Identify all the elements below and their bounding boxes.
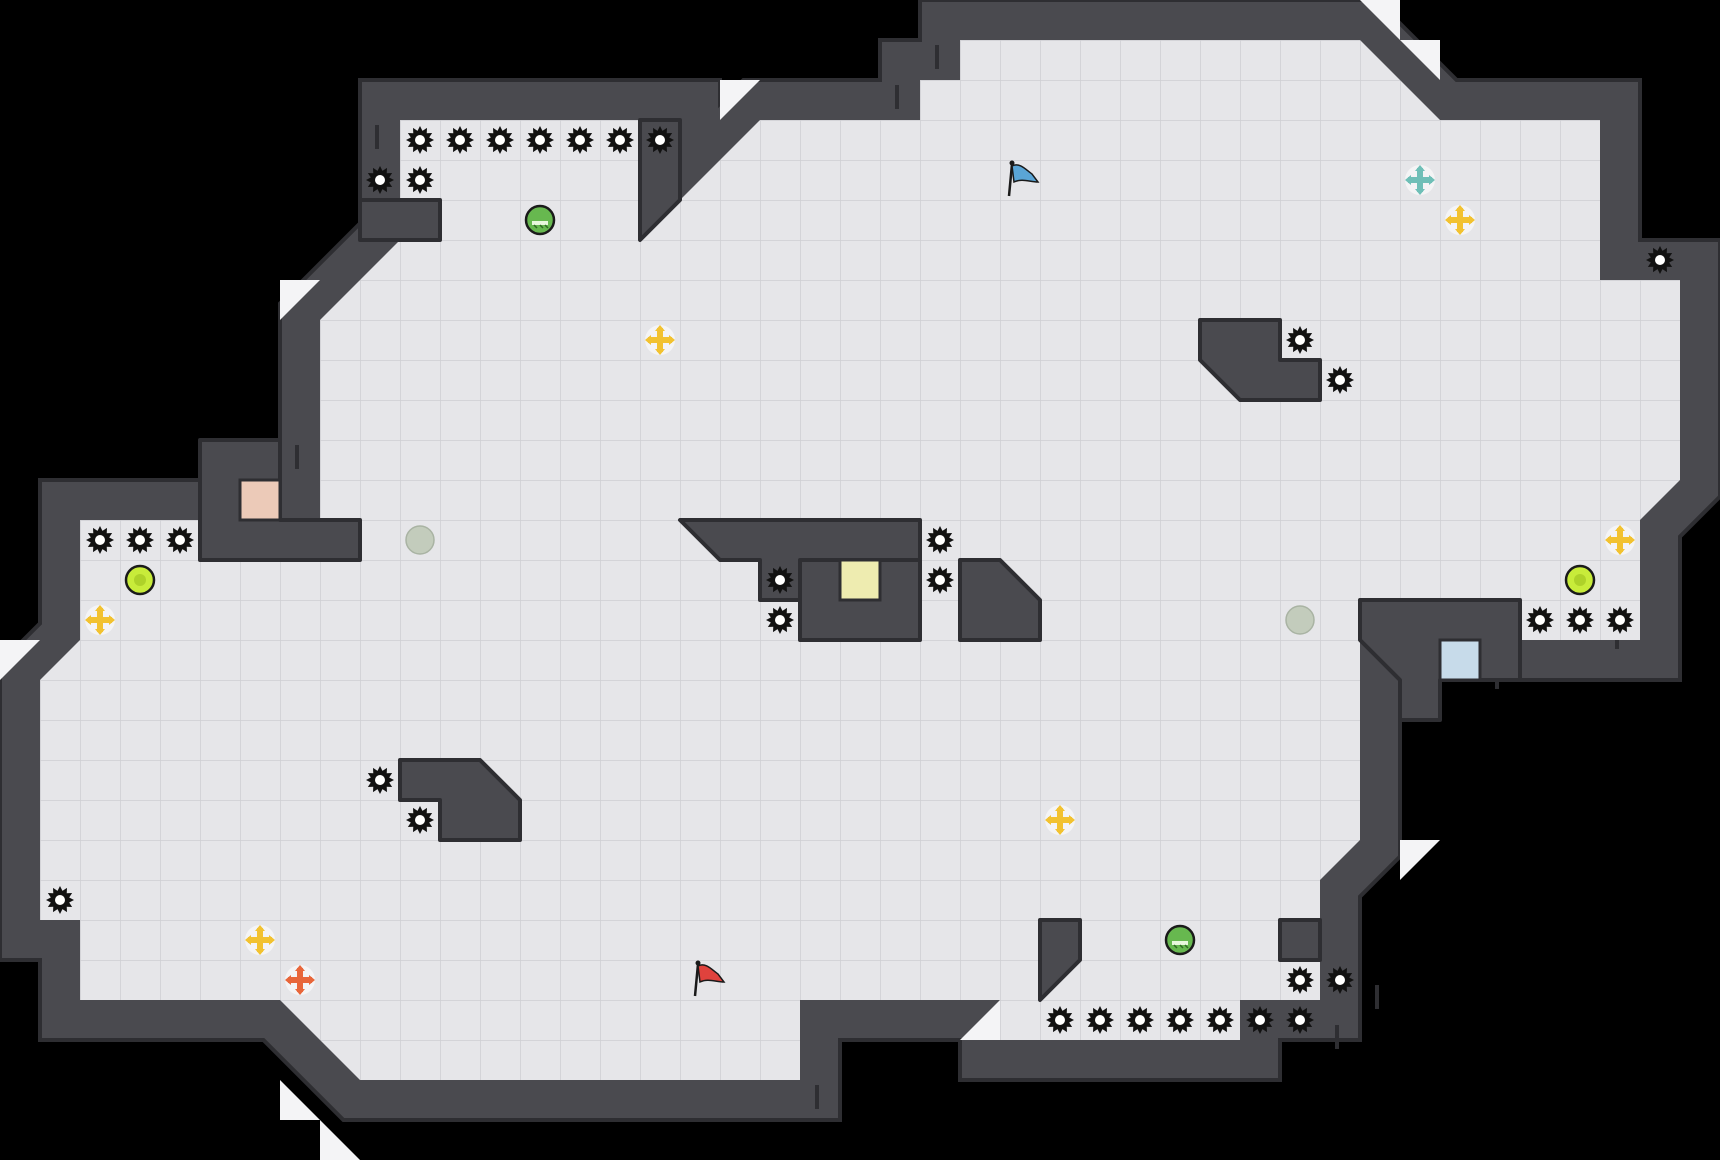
portal-icon (524, 204, 556, 236)
wall-notch (935, 45, 939, 69)
spike-icon (126, 526, 154, 554)
spike-icon (766, 606, 794, 634)
bomb-icon (1564, 564, 1596, 596)
spike-icon (1326, 366, 1354, 394)
inner-wall (958, 558, 1042, 642)
spike-icon (926, 526, 954, 554)
spike-icon (406, 166, 434, 194)
map-objects (46, 126, 1674, 1034)
spike-icon (366, 766, 394, 794)
boost-icon (1045, 805, 1075, 835)
bevel-tile (280, 280, 320, 320)
spike-icon (366, 166, 394, 194)
portal-icon (1164, 924, 1196, 956)
spike-icon (1126, 1006, 1154, 1034)
boost-icon (245, 925, 275, 955)
boost-icon (1405, 165, 1435, 195)
inner-walls (198, 118, 1522, 1002)
blue-flag (1007, 160, 1040, 197)
wall-notch (295, 445, 299, 469)
button-icon (405, 525, 435, 555)
spike-icon (566, 126, 594, 154)
spike-icon (1046, 1006, 1074, 1034)
boost-icon (1445, 205, 1475, 235)
spike-icon (766, 566, 794, 594)
wall-notch (1335, 1025, 1339, 1049)
wall-notch (895, 85, 899, 109)
spike-icon (406, 806, 434, 834)
spike-icon (1246, 1006, 1274, 1034)
boost-icon (645, 325, 675, 355)
spike-icon (1286, 326, 1314, 354)
bevel-tile (960, 1000, 1000, 1040)
spike-icon (646, 126, 674, 154)
yellow-gate (838, 558, 882, 602)
spike-icon (446, 126, 474, 154)
spike-icon (1206, 1006, 1234, 1034)
spike-icon (1286, 1006, 1314, 1034)
spike-icon (86, 526, 114, 554)
inner-wall (1278, 918, 1322, 962)
wall-notch (815, 1085, 819, 1109)
bevel-tile (1360, 0, 1400, 40)
bevel-tile (0, 640, 40, 680)
red-flag (693, 960, 726, 997)
button-icon (1285, 605, 1315, 635)
bevel-tile (1400, 40, 1440, 80)
spike-icon (526, 126, 554, 154)
boost-icon (85, 605, 115, 635)
wall-notch (375, 125, 379, 149)
bevel-tile (320, 1120, 360, 1160)
spike-icon (1526, 606, 1554, 634)
spike-icon (606, 126, 634, 154)
spike-icon (46, 886, 74, 914)
inner-wall (1198, 318, 1322, 402)
spike-icon (1086, 1006, 1114, 1034)
blue-gate (1438, 638, 1482, 682)
red-gate (238, 478, 282, 522)
spike-icon (1606, 606, 1634, 634)
spike-icon (406, 126, 434, 154)
tile-bevels (0, 0, 1440, 1160)
wall-notch (1375, 985, 1379, 1009)
spike-icon (1566, 606, 1594, 634)
boost-icon (1605, 525, 1635, 555)
inner-wall (638, 118, 682, 242)
spike-icon (1326, 966, 1354, 994)
inner-wall (358, 198, 442, 242)
spike-icon (1286, 966, 1314, 994)
spike-icon (926, 566, 954, 594)
boost-icon (285, 965, 315, 995)
spike-icon (1166, 1006, 1194, 1034)
bevel-tile (280, 1080, 320, 1120)
spike-icon (486, 126, 514, 154)
inner-wall (1038, 918, 1082, 1002)
bomb-icon (124, 564, 156, 596)
spike-icon (166, 526, 194, 554)
spike-icon (1646, 246, 1674, 274)
bevel-tile (1400, 840, 1440, 880)
inner-wall (398, 758, 522, 842)
bevel-tile (720, 80, 760, 120)
